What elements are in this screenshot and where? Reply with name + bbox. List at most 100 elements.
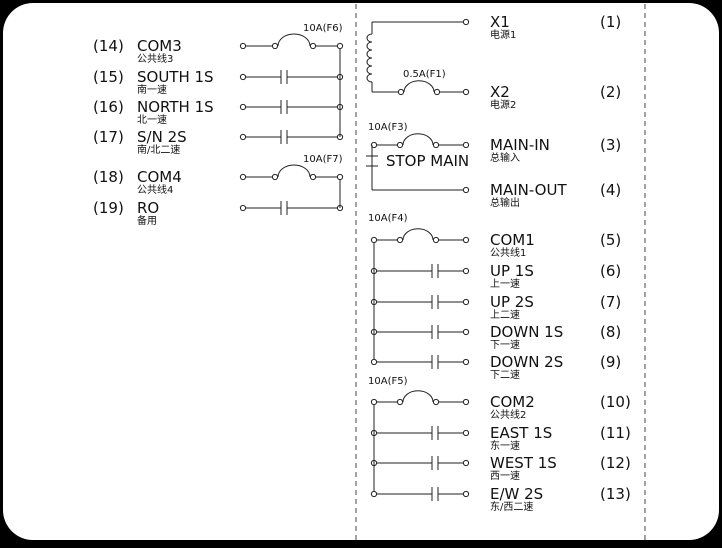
left-terminal-name: COM4 xyxy=(137,168,182,186)
left-terminal-name: SOUTH 1S xyxy=(137,68,214,86)
left-terminal-name: S/N 2S xyxy=(137,128,187,146)
right-terminal-cn-label: 东一速 xyxy=(490,439,520,452)
group-fuse-node xyxy=(432,398,440,406)
left-terminal-node xyxy=(239,73,247,81)
left-fuse-arc xyxy=(277,33,311,47)
right-terminal-number: (7) xyxy=(600,293,621,311)
main-fuse-node xyxy=(396,141,404,149)
right-bus-node xyxy=(370,236,378,244)
left-fuse-rating: 10A(F7) xyxy=(303,154,343,165)
right-terminal-node xyxy=(462,459,470,467)
right-terminal-name: DOWN 2S xyxy=(490,353,563,371)
left-bus-node xyxy=(336,42,344,50)
right-terminal-number: (5) xyxy=(600,231,621,249)
power-fuse-rating: 0.5A(F1) xyxy=(403,69,446,80)
right-terminal-cn-label: 下一速 xyxy=(490,339,520,351)
right-terminal-name: COM1 xyxy=(490,231,535,249)
right-terminal-node xyxy=(462,18,470,26)
right-terminal-node xyxy=(462,267,470,275)
left-terminal-cn-label: 公共线4 xyxy=(137,183,173,196)
left-terminal-cn-label: 南一速 xyxy=(137,83,167,96)
left-terminal-number: (18) xyxy=(93,168,124,186)
main-fuse-arc xyxy=(402,133,434,146)
left-terminal-cn-label: 南/北二速 xyxy=(137,143,180,156)
right-terminal-number: (12) xyxy=(600,454,631,472)
left-terminal-node xyxy=(239,42,247,50)
right-terminal-cn-label: 总输出 xyxy=(490,196,520,209)
right-terminal-number: (11) xyxy=(600,424,631,442)
right-terminal-cn-label: 电源2 xyxy=(490,98,516,111)
right-terminal-name: EAST 1S xyxy=(490,424,552,442)
group-fuse-arc xyxy=(402,228,434,241)
right-terminal-node xyxy=(462,236,470,244)
right-terminal-name: COM2 xyxy=(490,393,535,411)
right-terminal-name: X2 xyxy=(490,83,510,101)
right-bus-node xyxy=(370,398,378,406)
stop-main-label: STOP MAIN xyxy=(386,152,469,170)
main-fuse-node xyxy=(370,141,378,149)
right-terminal-number: (9) xyxy=(600,353,621,371)
right-terminal-number: (13) xyxy=(600,485,631,503)
group-fuse-rating: 10A(F4) xyxy=(368,213,408,224)
left-fuse-node xyxy=(271,42,279,50)
right-terminal-name: DOWN 1S xyxy=(490,323,563,341)
right-terminal-name: UP 1S xyxy=(490,262,534,280)
right-terminal-number: (8) xyxy=(600,323,621,341)
left-terminal-node xyxy=(239,103,247,111)
right-terminal-node xyxy=(462,88,470,96)
left-terminal-number: (19) xyxy=(93,199,124,217)
left-terminal-node xyxy=(239,204,247,212)
group-fuse-rating: 10A(F5) xyxy=(368,376,408,387)
right-terminal-node xyxy=(462,186,470,194)
left-terminal-cn-label: 北一速 xyxy=(137,114,167,126)
right-terminal-cn-label: 上二速 xyxy=(490,309,520,321)
right-terminal-node xyxy=(462,398,470,406)
right-terminal-number: (10) xyxy=(600,393,631,411)
left-terminal-number: (17) xyxy=(93,128,124,146)
right-terminal-number: (1) xyxy=(600,13,621,31)
left-terminal-name: RO xyxy=(137,199,159,217)
left-fuse-node xyxy=(309,173,317,181)
group-fuse-node xyxy=(432,236,440,244)
left-terminal-cn-label: 备用 xyxy=(137,214,157,227)
right-terminal-name: MAIN-IN xyxy=(490,136,550,154)
right-terminal-cn-label: 总输入 xyxy=(490,151,520,164)
right-terminal-node xyxy=(462,490,470,498)
left-fuse-node xyxy=(309,42,317,50)
right-terminal-cn-label: 西一速 xyxy=(490,470,520,482)
right-terminal-cn-label: 公共线2 xyxy=(490,408,526,421)
right-terminal-cn-label: 东/西二速 xyxy=(490,500,533,513)
right-terminal-node xyxy=(462,328,470,336)
left-terminal-number: (15) xyxy=(93,68,124,86)
group-fuse-node xyxy=(396,398,404,406)
right-terminal-name: MAIN-OUT xyxy=(490,181,567,199)
right-terminal-name: X1 xyxy=(490,13,510,31)
left-fuse-arc xyxy=(277,164,311,178)
main-fuse-node xyxy=(432,141,440,149)
power-fuse-node xyxy=(397,88,405,96)
right-terminal-cn-label: 上一速 xyxy=(490,278,520,290)
left-terminal-cn-label: 公共线3 xyxy=(137,52,173,65)
right-terminal-node xyxy=(462,298,470,306)
right-terminal-name: UP 2S xyxy=(490,293,534,311)
left-terminal-number: (16) xyxy=(93,98,124,116)
panel-background xyxy=(3,3,719,540)
left-bus-node xyxy=(336,173,344,181)
left-terminal-node xyxy=(239,133,247,141)
power-fuse-node xyxy=(433,88,441,96)
left-fuse-node xyxy=(271,173,279,181)
left-terminal-name: NORTH 1S xyxy=(137,98,214,116)
right-terminal-name: E/W 2S xyxy=(490,485,543,503)
right-terminal-number: (3) xyxy=(600,136,621,154)
right-terminal-node xyxy=(462,358,470,366)
right-terminal-cn-label: 下二速 xyxy=(490,369,520,381)
group-fuse-arc xyxy=(402,390,434,403)
left-terminal-number: (14) xyxy=(93,37,124,55)
left-terminal-name: COM3 xyxy=(137,37,182,55)
transformer-coil xyxy=(366,33,373,83)
left-terminal-node xyxy=(239,173,247,181)
right-bus-node xyxy=(370,358,378,366)
right-terminal-name: WEST 1S xyxy=(490,454,557,472)
